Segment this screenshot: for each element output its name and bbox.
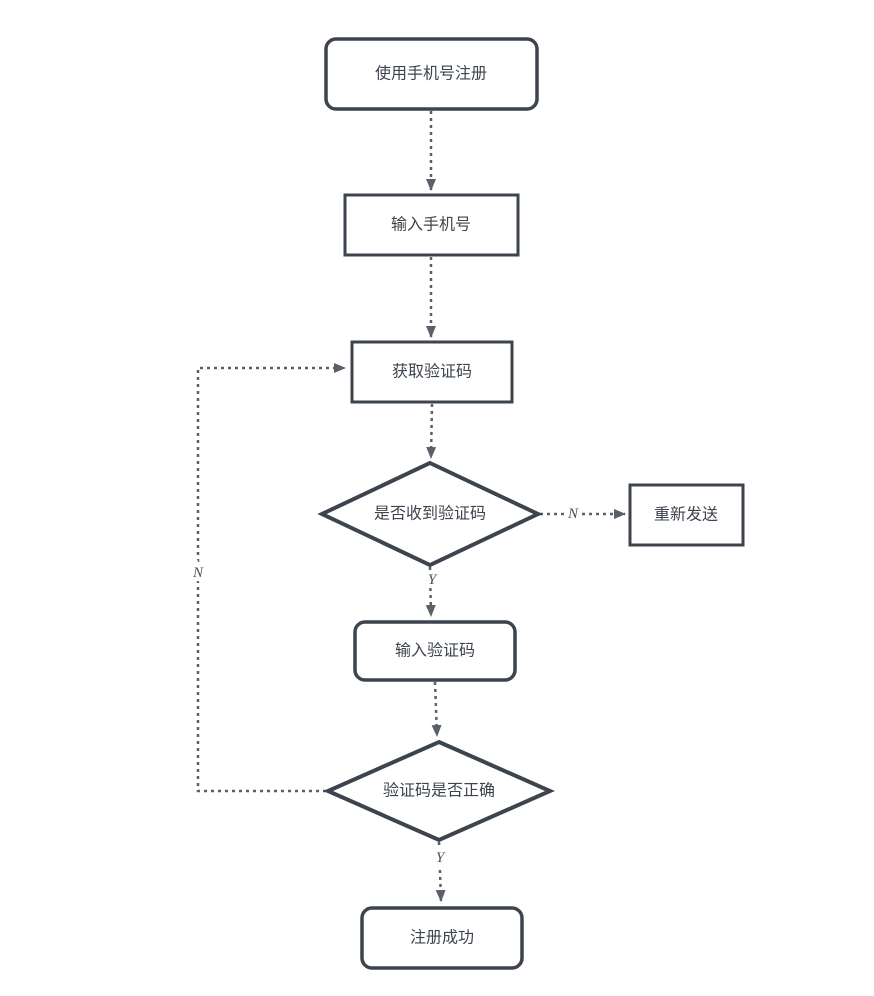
input-phone-node: 输入手机号 [343, 193, 520, 257]
success-node: 注册成功 [360, 906, 524, 970]
received-code-decision-shape [317, 460, 543, 568]
input-phone-node-shape [343, 193, 520, 257]
input-code-node-label: 输入验证码 [395, 642, 475, 660]
code-correct-decision-label: 验证码是否正确 [383, 782, 495, 800]
received-code-decision-label: 是否收到验证码 [374, 505, 486, 523]
edge-label-correct-no: N [192, 565, 204, 581]
input-phone-node-label: 输入手机号 [391, 216, 471, 234]
edge-label-received-no: N [567, 506, 579, 522]
code-correct-decision-shape [323, 739, 555, 843]
edge-correct-no-loop-to-get-code [196, 363, 346, 793]
resend-node-label: 重新发送 [654, 506, 718, 524]
edge-input-code-to-correct [431, 681, 442, 737]
get-code-node: 获取验证码 [350, 340, 514, 404]
edge-correct-yes-to-success [435, 841, 446, 902]
start-node-shape [324, 37, 539, 111]
success-node-label: 注册成功 [410, 929, 474, 947]
success-node-shape [360, 906, 524, 970]
start-node: 使用手机号注册 [324, 37, 539, 111]
resend-node-shape [628, 483, 745, 547]
edge-received-yes-to-input-code [425, 566, 436, 617]
code-correct-decision: 验证码是否正确 [323, 739, 555, 843]
get-code-node-label: 获取验证码 [392, 363, 472, 381]
resend-node: 重新发送 [628, 483, 745, 547]
received-code-decision: 是否收到验证码 [317, 460, 543, 568]
edge-get-code-to-received [426, 403, 437, 459]
input-code-node: 输入验证码 [353, 620, 517, 682]
nodes-layer: 使用手机号注册 输入手机号 获取验证码 是否收到验证码 重新发送 输入验证码 验… [317, 37, 745, 970]
edge-label-correct-yes: Y [436, 850, 446, 866]
get-code-node-shape [350, 340, 514, 404]
start-node-label: 使用手机号注册 [375, 65, 487, 83]
input-code-node-shape [353, 620, 517, 682]
edge-label-received-yes: Y [428, 572, 438, 588]
